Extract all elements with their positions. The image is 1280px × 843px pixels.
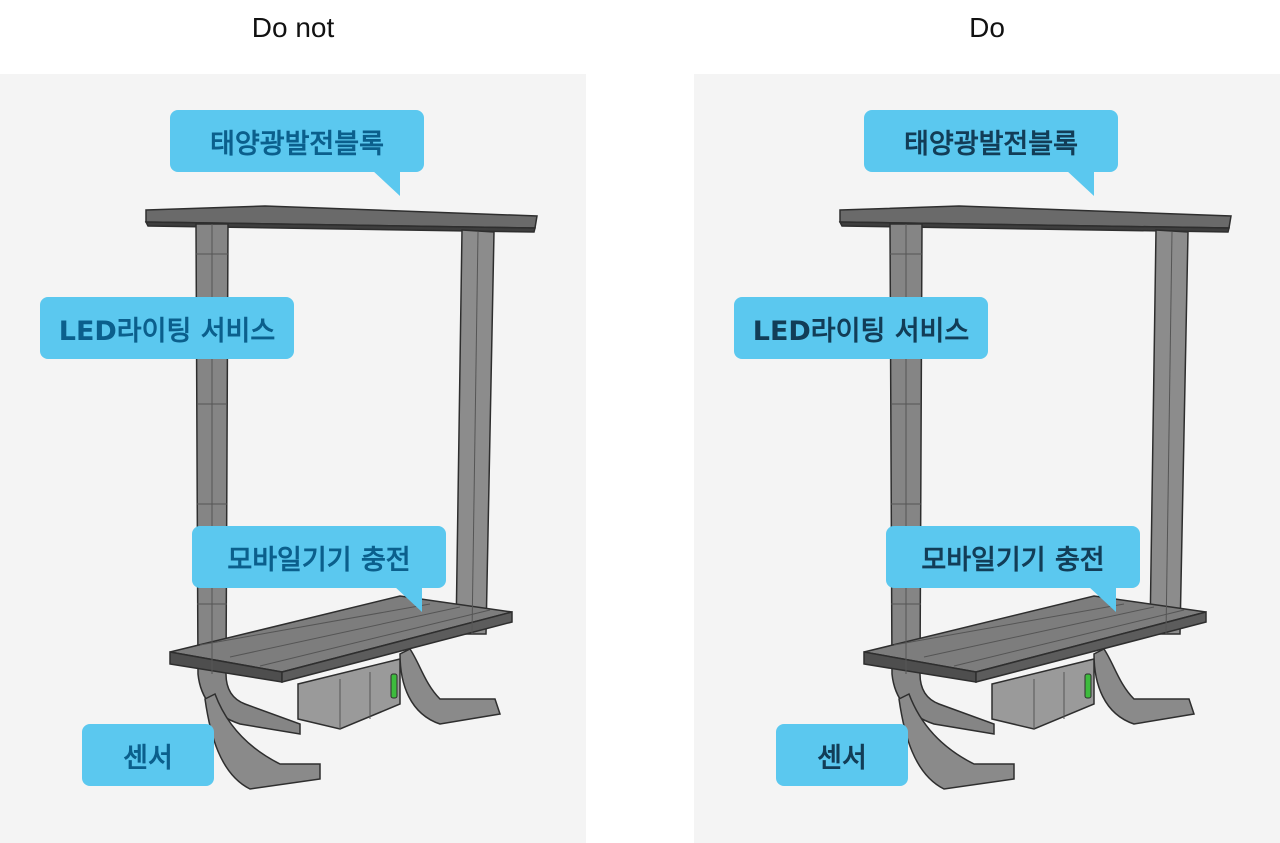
solar-label: 태양광발전블록 <box>170 110 424 172</box>
bench-grid-lines <box>196 224 491 729</box>
led-label-text: LED라이팅 서비스 <box>58 315 276 347</box>
mobile-label-pointer <box>1088 586 1116 612</box>
led-label-text: LED라이팅 서비스 <box>752 315 970 347</box>
do-not-heading: Do not <box>251 12 335 43</box>
do-heading: Do <box>969 12 1005 43</box>
led-label: LED라이팅 서비스 <box>40 297 294 359</box>
mobile-label: 모바일기기 충전 <box>192 526 446 588</box>
bench-frame <box>144 205 538 790</box>
sensor-label-text: 센서 <box>817 742 867 774</box>
solar-label-pointer <box>372 170 400 196</box>
solar-label-text: 태양광발전블록 <box>210 128 384 160</box>
led-label: LED라이팅 서비스 <box>734 297 988 359</box>
mobile-label-text: 모바일기기 충전 <box>227 544 411 576</box>
solar-label: 태양광발전블록 <box>864 110 1118 172</box>
solar-label-text: 태양광발전블록 <box>904 128 1078 160</box>
charger-led <box>1084 673 1092 699</box>
do-panel: 태양광발전블록 LED라이팅 서비스 모바일기기 충전 센서 <box>694 74 1280 843</box>
do-not-panel: 태양광발전블록 LED라이팅 서비스 모바일기기 충전 센서 <box>0 74 586 843</box>
mobile-label: 모바일기기 충전 <box>886 526 1140 588</box>
mobile-label-text: 모바일기기 충전 <box>921 544 1105 576</box>
sensor-label-text: 센서 <box>123 742 173 774</box>
bench-frame <box>838 205 1232 790</box>
solar-label-pointer <box>1066 170 1094 196</box>
sensor-label: 센서 <box>776 724 908 786</box>
sensor-label: 센서 <box>82 724 214 786</box>
charger-led <box>390 673 398 699</box>
mobile-label-pointer <box>394 586 422 612</box>
